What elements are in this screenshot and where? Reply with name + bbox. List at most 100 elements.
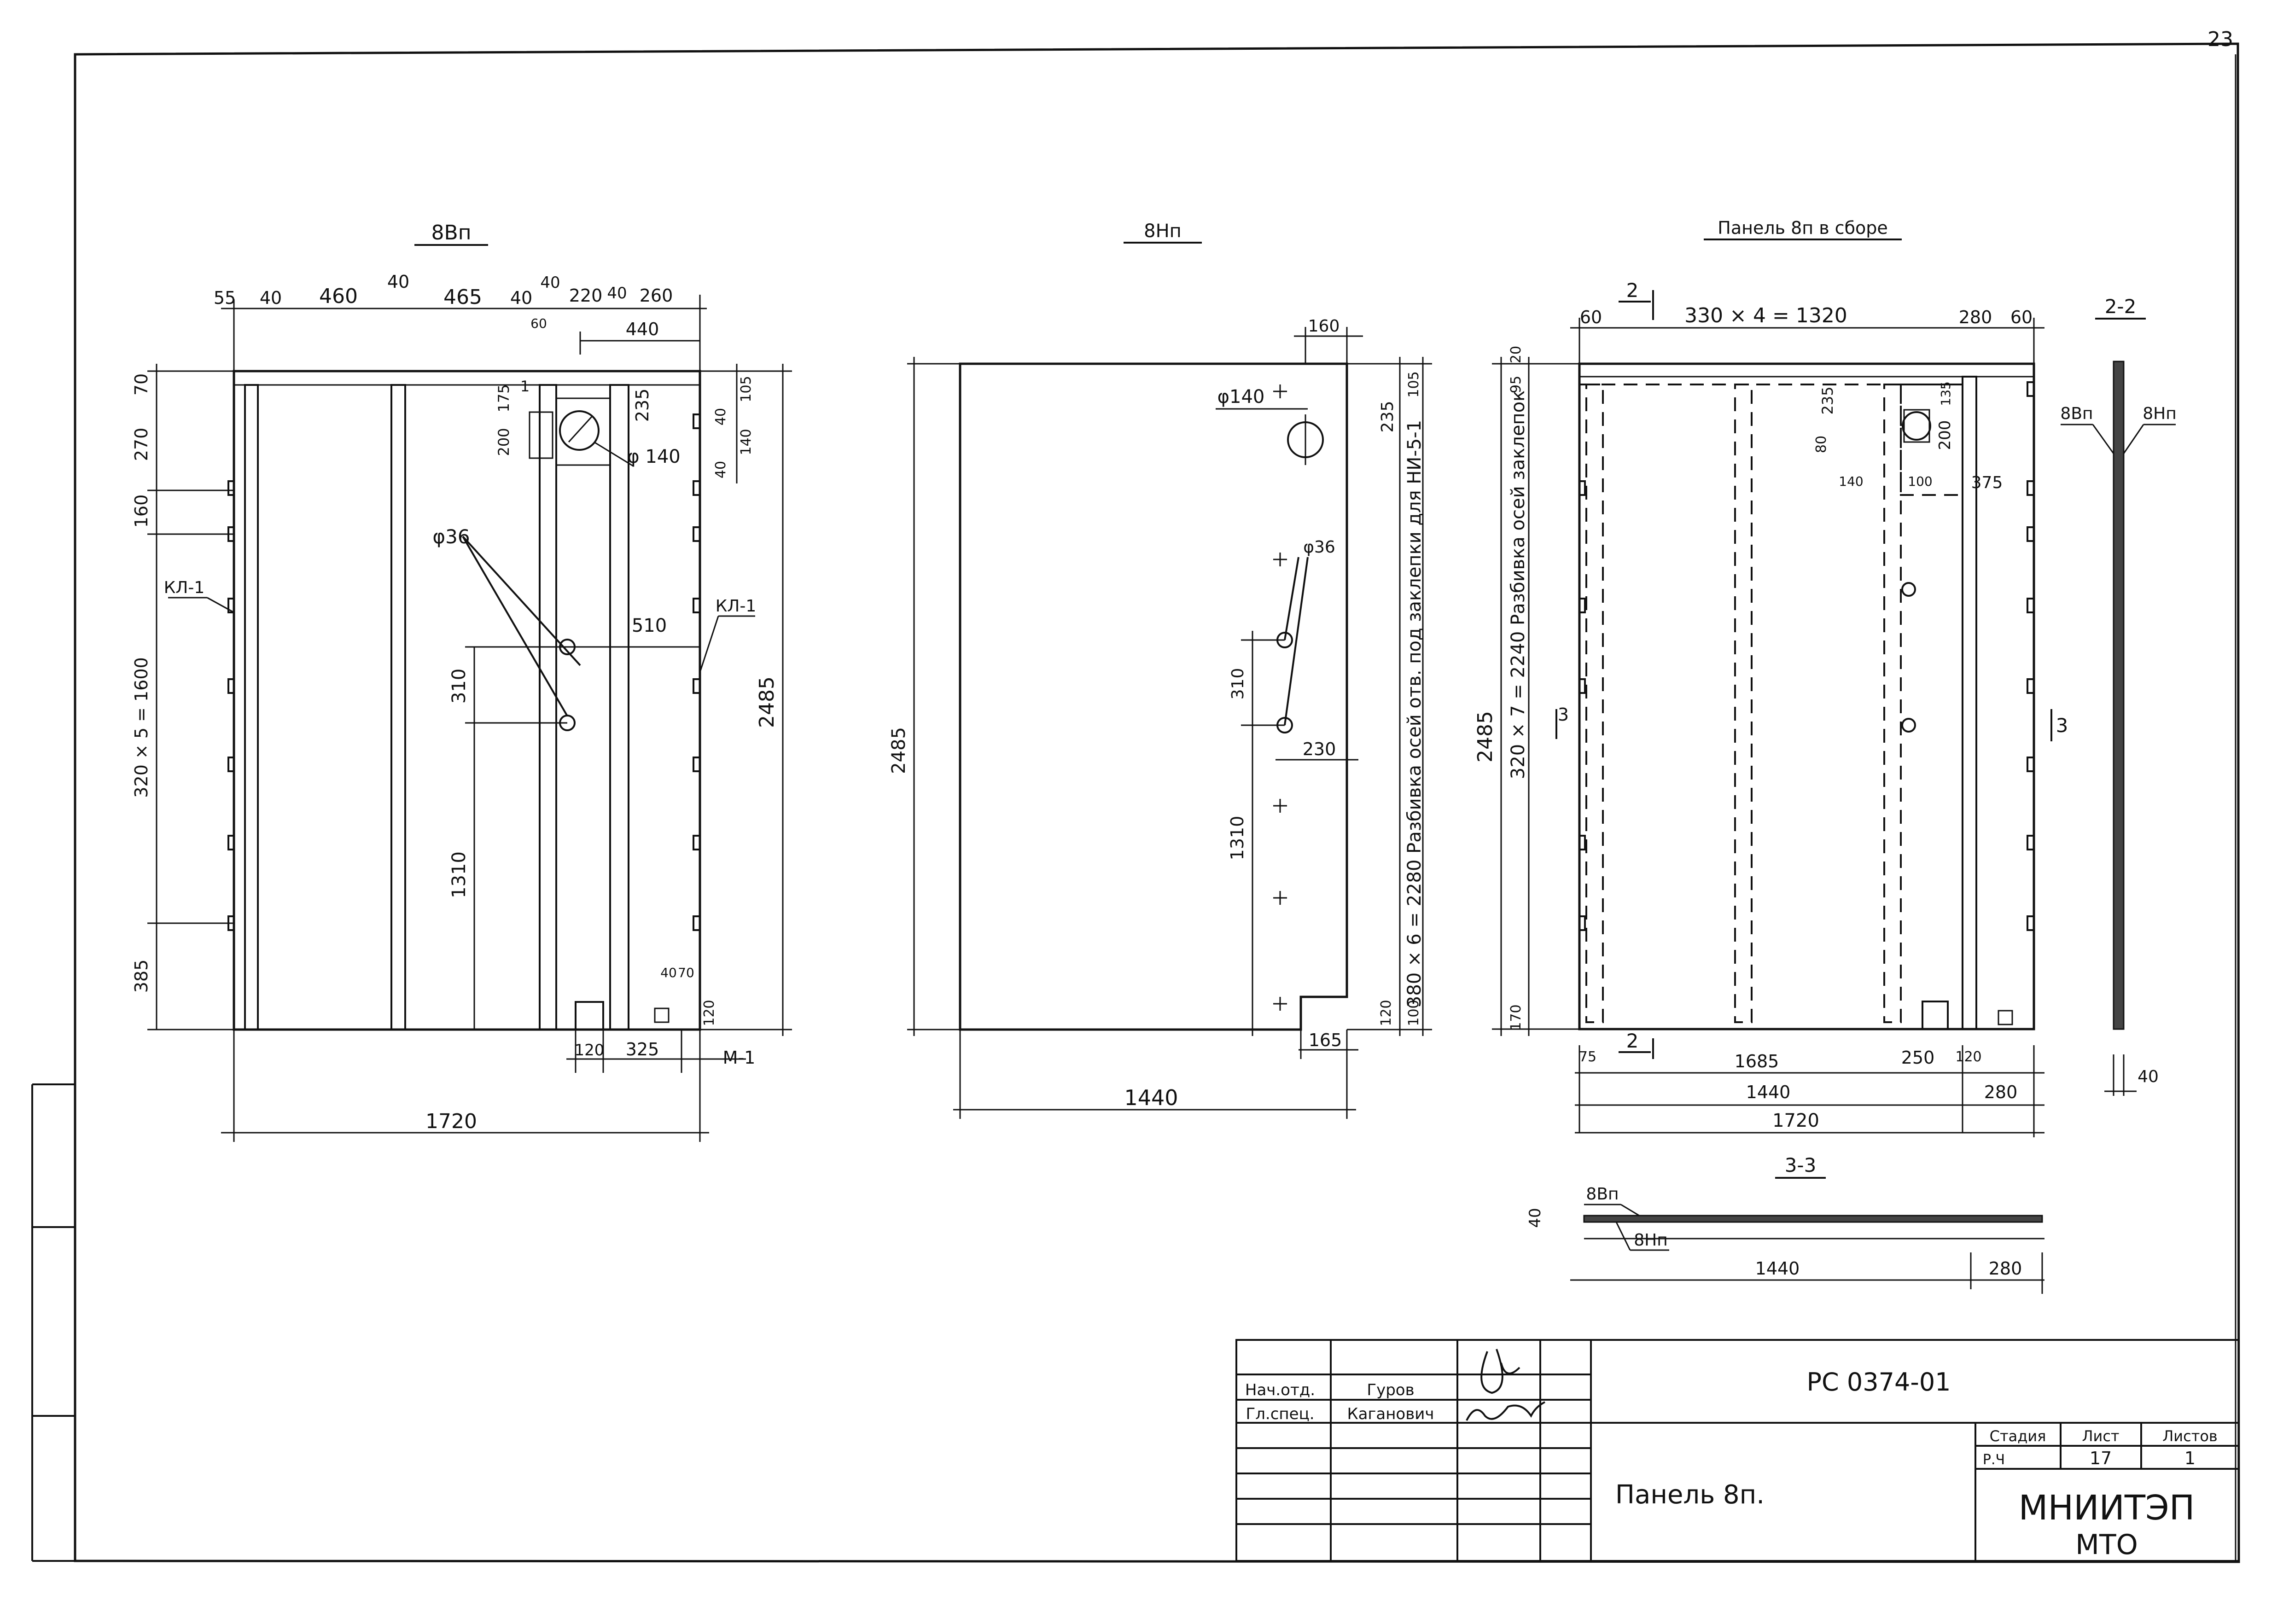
dim-text: 2485 bbox=[1474, 711, 1497, 763]
section-mark: 2 bbox=[1626, 1030, 1639, 1052]
rivet-axes-note: 320 × 7 = 2240 Разбивка осей заклепок bbox=[1508, 390, 1529, 779]
dim-text: 200 bbox=[1936, 420, 1954, 450]
dim-text: 330 × 4 = 1320 bbox=[1684, 304, 1847, 327]
dim-text: 100 bbox=[1908, 474, 1932, 489]
drawing-code: РС 0374-01 bbox=[1806, 1368, 1951, 1397]
hole-140 bbox=[1902, 411, 1931, 441]
dim-text: 105 bbox=[738, 376, 754, 402]
dim-text: 385 bbox=[131, 960, 151, 993]
sheet-value: 17 bbox=[2090, 1448, 2112, 1468]
hole-140 bbox=[559, 410, 600, 451]
view-assembly: Панель 8п в сборе 2 2 3 3 bbox=[1474, 218, 2068, 1137]
section-title: 3-3 bbox=[1785, 1154, 1817, 1176]
page-number: 23 bbox=[2207, 28, 2233, 51]
dim-text: 105 bbox=[1406, 371, 1422, 397]
dim-text: 310 bbox=[1229, 668, 1247, 700]
hole-36 bbox=[1901, 582, 1916, 597]
dim-text: 280 bbox=[1989, 1258, 2022, 1279]
dim-text: 2485 bbox=[755, 676, 779, 728]
dim-text: 250 bbox=[1901, 1048, 1935, 1068]
dim-text: 280 bbox=[1959, 307, 1992, 327]
dim-text: 120 bbox=[1955, 1049, 1981, 1065]
dim-text: 140 bbox=[1839, 474, 1863, 489]
rib bbox=[539, 384, 557, 1030]
organization: МНИИТЭП bbox=[2019, 1488, 2195, 1528]
dim-text: 260 bbox=[640, 285, 673, 306]
dim-text: 1440 bbox=[1124, 1085, 1178, 1110]
dim-text: 40 bbox=[660, 965, 677, 980]
section-label: 8Вп bbox=[2060, 404, 2093, 423]
dim-text: 70 bbox=[678, 965, 694, 980]
section-mark: 3 bbox=[2056, 714, 2068, 737]
dim-text: 1440 bbox=[1746, 1082, 1791, 1102]
dim-text: 165 bbox=[1309, 1030, 1342, 1050]
rivet-axes bbox=[1273, 384, 1287, 1011]
dim-text: 75 bbox=[1579, 1049, 1596, 1065]
panel-outline bbox=[233, 370, 701, 1031]
rivet-axes-note: 380 × 6 = 2280 Разбивка осей отв. под за… bbox=[1404, 420, 1425, 1007]
dim-text: 1440 bbox=[1755, 1258, 1800, 1279]
dim-text: 2485 bbox=[888, 727, 909, 774]
panel-outline bbox=[1578, 362, 2035, 1030]
rib bbox=[244, 384, 259, 1030]
dim-text: 140 bbox=[738, 429, 754, 455]
hole-label: φ36 bbox=[1303, 538, 1335, 557]
title-block bbox=[1235, 1339, 2240, 1562]
dim-text: 120 bbox=[701, 1000, 717, 1026]
dim-text: 1 bbox=[520, 378, 530, 395]
dim-text: 40 bbox=[1526, 1208, 1544, 1228]
role-label: Гл.спец. bbox=[1246, 1405, 1314, 1423]
dim-text: 40 bbox=[713, 408, 729, 425]
dim-text: 40 bbox=[387, 272, 409, 292]
dim-text: 170 bbox=[1508, 1004, 1524, 1030]
sheets-value: 1 bbox=[2184, 1448, 2196, 1468]
dim-text: 60 bbox=[2010, 307, 2033, 327]
dim-text: 235 bbox=[1819, 386, 1836, 414]
section-label: 8Вп bbox=[1586, 1185, 1619, 1204]
dim-text: 1720 bbox=[425, 1110, 477, 1133]
signature-2 bbox=[1466, 1401, 1545, 1421]
dim-text: 325 bbox=[626, 1039, 659, 1059]
dim-text: 175 bbox=[495, 384, 513, 412]
dim-text: 200 bbox=[495, 428, 513, 456]
dim-text: 100 bbox=[1406, 1000, 1422, 1026]
view-title: 8Вп bbox=[431, 221, 472, 244]
dim-text: 440 bbox=[626, 319, 659, 339]
section-strip bbox=[2113, 361, 2125, 1030]
dim-text: 160 bbox=[1308, 317, 1340, 336]
dim-text: 60 bbox=[1580, 307, 1602, 327]
hole-label: φ36 bbox=[432, 525, 470, 548]
dim-text: 510 bbox=[632, 615, 667, 636]
dim-text: 270 bbox=[131, 428, 151, 461]
person-name: Гуров bbox=[1367, 1381, 1414, 1399]
section-2-2: 2-2 8Вп 8Нп 40 bbox=[2060, 295, 2177, 1096]
dim-text: 375 bbox=[1971, 473, 2003, 492]
dim-text: 280 bbox=[1984, 1082, 2018, 1102]
dim-text: 70 bbox=[131, 373, 151, 396]
hole-label: φ140 bbox=[1217, 386, 1265, 407]
dim-text: 235 bbox=[1378, 401, 1397, 433]
dim-text: 40 bbox=[2138, 1067, 2159, 1086]
dim-text: 95 bbox=[1508, 376, 1524, 393]
dim-text: 460 bbox=[319, 285, 358, 308]
dim-text: 1685 bbox=[1735, 1051, 1779, 1071]
section-title: 2-2 bbox=[2105, 295, 2137, 318]
dim-text: 220 bbox=[569, 285, 603, 306]
dim-text: 40 bbox=[713, 461, 729, 478]
dim-text: 40 bbox=[510, 288, 532, 308]
organization: МТО bbox=[2075, 1529, 2138, 1561]
dim-text: 40 bbox=[607, 284, 627, 303]
dim-text: 20 bbox=[1508, 346, 1524, 363]
drawing-title: Панель 8п. bbox=[1615, 1480, 1765, 1510]
dim-text: 465 bbox=[443, 285, 482, 309]
hole-label: φ 140 bbox=[627, 446, 680, 467]
dim-text: 230 bbox=[1303, 739, 1336, 759]
dim-text: 135 bbox=[1938, 381, 1953, 406]
hole-36 bbox=[1901, 718, 1916, 733]
section-mark: 3 bbox=[1558, 704, 1569, 725]
role-label: Нач.отд. bbox=[1245, 1381, 1315, 1399]
kl-label: КЛ-1 bbox=[716, 597, 757, 616]
dim-text: 1310 bbox=[1227, 816, 1247, 861]
